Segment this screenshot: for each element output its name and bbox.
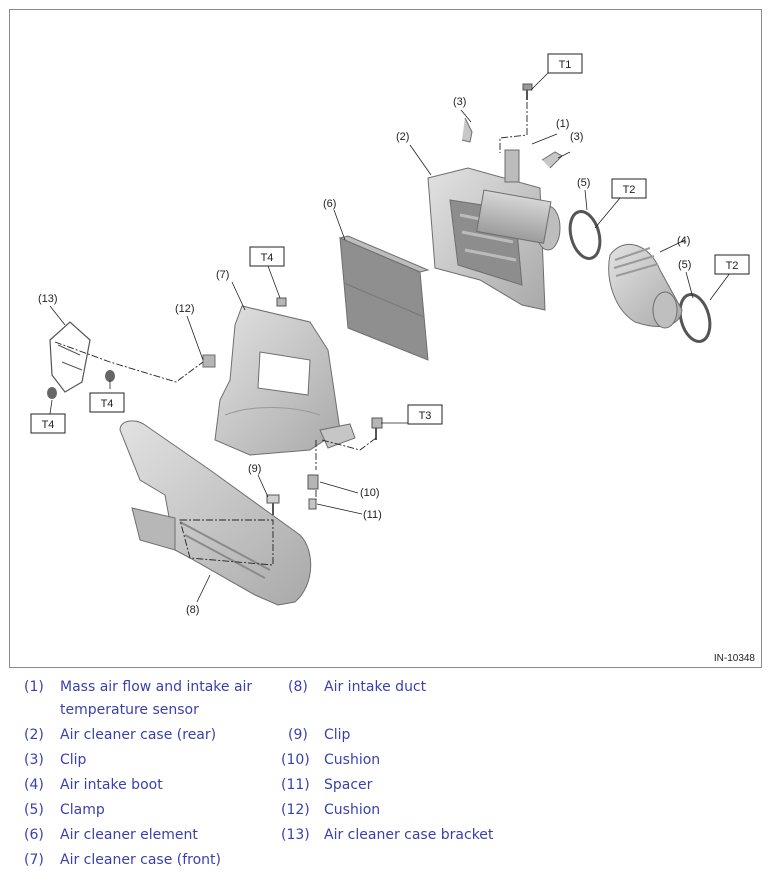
callout-10: (10) [360,487,380,499]
clip-right [541,151,563,169]
legend-text: Air intake boot [60,777,163,793]
air-cleaner-case-bracket [47,321,115,399]
air-intake-duct [119,420,312,606]
legend-num: (8) [288,679,308,695]
legend-num: (4) [24,777,44,793]
clamp-lower [678,293,712,343]
legend-text: Clamp [60,802,105,818]
legend-text: Air cleaner case (front) [60,852,222,868]
torque-tag-t2-upper: T2 [611,178,647,199]
callout-4: (4) [677,235,690,247]
air-cleaner-case-rear [427,149,561,311]
legend-text: Mass air flow and intake air [60,679,253,695]
clip-9 [266,494,280,515]
callout-7: (7) [216,269,229,281]
legend-text: Air cleaner case (rear) [60,727,217,743]
air-cleaner-element [338,235,430,361]
legend-num: (9) [288,727,308,743]
callout-12: (12) [175,303,195,315]
bolt-t1 [522,83,533,100]
torque-tag-t1: T1 [547,53,583,74]
clamp-upper [568,210,602,260]
exploded-diagram: (3) (1) (3) (2) (5) (4) (5) (6) (7) (12)… [9,9,762,668]
torque-tag-t3-label: T3 [419,410,432,422]
callout-13: (13) [38,293,58,305]
legend-num: (2) [24,727,44,743]
torque-tag-t2-lower-label: T2 [726,260,739,272]
callout-2: (2) [396,131,409,143]
torque-tag-t4-left-label: T4 [42,419,55,431]
torque-tag-t1-label: T1 [559,59,572,71]
torque-tag-t2-upper-label: T2 [623,184,636,196]
torque-tag-t4-right-label: T4 [101,398,114,410]
diagram-svg: (3) (1) (3) (2) (5) (4) (5) (6) (7) (12)… [30,53,750,616]
torque-tag-t3: T3 [407,404,443,425]
legend-text: Cushion [324,802,381,818]
torque-tag-t4-left: T4 [30,413,66,434]
legend-text: Air intake duct [324,679,427,695]
torque-tag-t4-top: T4 [249,246,285,267]
legend-num: (12) [281,802,310,818]
torque-tag-t4-top-label: T4 [261,252,274,264]
cushion-12 [202,354,216,368]
legend-text: Spacer [324,777,373,793]
legend-num: (1) [24,679,44,695]
callout-11: (11) [363,509,382,521]
torque-tag-t2-lower: T2 [714,254,750,275]
callout-5-upper: (5) [577,177,590,189]
legend-num: (10) [281,752,310,768]
callout-1: (1) [556,118,569,130]
legend-num: (6) [24,827,44,843]
callout-5-lower: (5) [678,259,691,271]
air-cleaner-case-front [214,305,356,456]
legend-text: temperature sensor [60,702,199,718]
air-intake-boot [608,243,683,329]
legend-num: (13) [281,827,310,843]
legend-text: Cushion [324,752,381,768]
callout-8: (8) [186,604,199,616]
callout-3-upper: (3) [453,96,466,108]
legend-num: (7) [24,852,44,868]
legend-text: Air cleaner case bracket [324,827,494,843]
callout-6: (6) [323,198,336,210]
legend-num: (5) [24,802,44,818]
legend-num: (11) [281,777,310,793]
cushion-10 [307,474,319,490]
callout-3-right: (3) [570,131,583,143]
clip-upper [461,117,473,143]
legend-text: Air cleaner element [60,827,198,843]
figure-id: IN-10348 [713,653,755,664]
callout-9: (9) [248,463,261,475]
bolt-t4-top [276,297,287,307]
legend-text: Clip [60,752,87,768]
torque-tag-t4-right: T4 [89,392,125,413]
legend-num: (3) [24,752,44,768]
bolt-t3 [371,417,383,440]
spacer-11 [308,498,317,510]
legend-text: Clip [324,727,351,743]
